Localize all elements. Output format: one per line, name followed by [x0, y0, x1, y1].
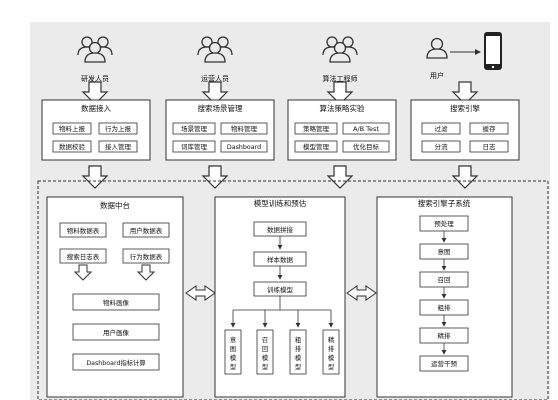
panel-item: 词库管理	[181, 142, 208, 151]
section-title: 搜索引擎子系统	[418, 198, 471, 208]
panel-item: 场景管理	[181, 124, 208, 133]
pipeline-step: 预处理	[419, 215, 469, 232]
panel-item: 模型管理	[303, 142, 330, 151]
role-dev: 研发人员	[77, 36, 113, 83]
table-box: 行为数据表	[130, 252, 163, 261]
data-center: 数据中台 物料数据表 用户数据表 搜索日志表 行为数据表 物料画像 用户画像 D…	[46, 196, 184, 398]
panel-item: 数据校验	[59, 142, 86, 151]
model-box: 召回模型	[256, 329, 274, 375]
role-ops: 运营人员	[197, 36, 233, 83]
pipeline-step-label: 意图	[438, 247, 451, 256]
model-label: 精排模型	[328, 335, 335, 371]
role-label: 运营人员	[201, 74, 229, 83]
pipeline-step: 召回	[419, 271, 469, 288]
role-label: 用户	[430, 71, 444, 80]
platform-boundary	[37, 180, 549, 400]
model-label: 召回模型	[262, 336, 269, 371]
role-algo: 算法工程师	[322, 36, 358, 83]
model-box: 粗排模型	[289, 329, 307, 375]
table-box: 用户数据表	[130, 226, 163, 235]
role-label: 算法工程师	[323, 74, 358, 83]
panel-item: 物料上报	[59, 124, 86, 133]
panel-title: 算法策略实验	[320, 103, 365, 113]
pipeline-step: 精排	[419, 327, 469, 344]
panel-item: 物料管理	[231, 124, 258, 133]
pipeline-step-label: 预处理	[434, 219, 454, 228]
model-label: 意图模型	[230, 335, 237, 371]
portrait-box: 物料画像	[103, 298, 130, 307]
pipeline-step-label: 运营干预	[431, 359, 458, 368]
panel-title: 数据接入	[81, 103, 111, 113]
pipeline-step-label: 粗排	[438, 303, 452, 312]
portrait-box: 用户画像	[103, 328, 130, 337]
panel-item: 接入管理	[105, 142, 132, 151]
dashboard-box: Dashboard指标计算	[86, 358, 145, 367]
panel-search-engine: 搜索引擎 过滤 缓存 分流 日志	[410, 99, 520, 161]
section-title: 数据中台	[100, 200, 130, 210]
panel-search-scene: 搜索场景管理 场景管理 物料管理 词库管理 Dashboard	[165, 99, 275, 161]
pipeline-step: 粗排	[419, 299, 469, 316]
model-label: 粗排模型	[295, 335, 302, 371]
model-box: 意图模型	[224, 329, 242, 375]
panel-item: 优化目标	[353, 142, 380, 151]
step-box: 训练模型	[267, 285, 294, 294]
panel-title: 搜索场景管理	[198, 103, 243, 113]
panel-item: 日志	[483, 142, 497, 151]
table-box: 搜索日志表	[67, 252, 100, 261]
panel-item: 策略管理	[303, 124, 330, 133]
pipeline-step: 意图	[419, 243, 469, 260]
panel-item: Dashboard	[227, 144, 261, 151]
panel-data-access: 数据接入 物料上报 行为上报 数据校验 接入管理	[41, 99, 151, 161]
pipeline-step-label: 召回	[438, 276, 451, 284]
step-box: 数据拼接	[267, 225, 294, 234]
panel-item: 缓存	[483, 124, 497, 133]
pipeline-step: 运营干预	[419, 355, 469, 372]
step-box: 样本数据	[267, 255, 294, 264]
section-title: 模型训练和预估	[254, 198, 307, 208]
role-label: 研发人员	[81, 74, 109, 83]
panel-title: 搜索引擎	[450, 103, 480, 113]
bidirectional-arrow-icon	[346, 285, 377, 301]
panel-item: 过滤	[435, 124, 449, 133]
model-training: 模型训练和预估 数据拼接 样本数据 训练模型 意图模型 召回模型 粗排模型 精排模型	[214, 196, 346, 398]
role-user: 用户	[426, 32, 502, 80]
panel-item: A/B Test	[353, 125, 379, 133]
panel-item: 分流	[435, 142, 449, 151]
model-box: 精排模型	[322, 329, 340, 375]
panel-algo-strategy: 算法策略实验 策略管理 A/B Test 模型管理 优化目标	[287, 99, 397, 161]
user-icon	[430, 37, 444, 51]
pipeline-step-label: 精排	[438, 331, 452, 340]
table-box: 物料数据表	[67, 226, 100, 235]
panel-item: 行为上报	[105, 124, 132, 133]
